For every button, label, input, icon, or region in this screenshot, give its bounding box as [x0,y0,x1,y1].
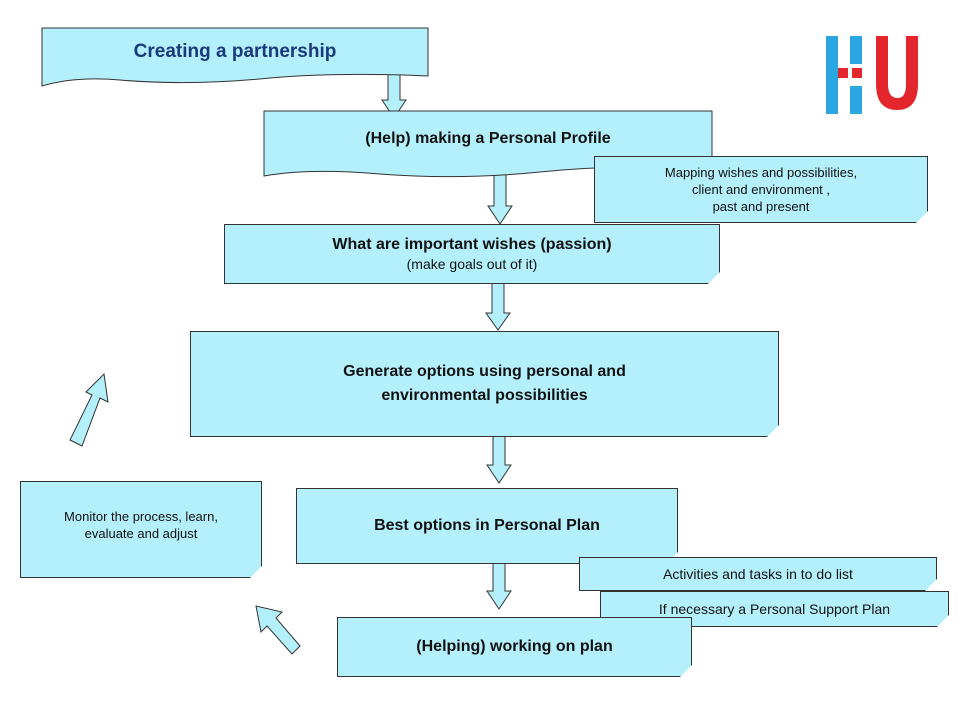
note-monitor-line-1: Monitor the process, learn, [64,509,218,524]
note-mapping-line-3: past and present [712,199,810,214]
step-important-wishes-label: What are important wishes (passion) [332,236,612,253]
step-important-wishes: What are important wishes (passion) (mak… [224,224,720,284]
note-mapping: Mapping wishes and possibilities, client… [594,156,928,223]
note-support-plan-label: If necessary a Personal Support Plan [658,600,891,617]
note-activities-label: Activities and tasks in to do list [663,565,853,582]
step-generate-options-line-2: environmental possibilities [381,387,588,404]
step-important-wishes-sublabel: (make goals out of it) [406,256,538,272]
note-mapping-line-2: client and environment , [691,182,831,197]
step-personal-profile-label: (Help) making a Personal Profile [365,130,611,147]
note-monitor: Monitor the process, learn, evaluate and… [20,481,262,578]
step-creating-partnership-label: Creating a partnership [133,41,337,62]
step-working-on-plan-label: (Helping) working on plan [416,638,613,655]
step-personal-profile: (Help) making a Personal Profile [264,111,712,167]
step-creating-partnership: Creating a partnership [42,28,428,76]
step-generate-options-line-1: Generate options using personal and [343,363,626,380]
note-activities: Activities and tasks in to do list [579,557,937,591]
step-best-options: Best options in Personal Plan [296,488,678,564]
step-generate-options: Generate options using personal and envi… [190,331,779,437]
note-monitor-line-2: evaluate and adjust [84,526,198,541]
step-best-options-label: Best options in Personal Plan [374,517,600,534]
step-working-on-plan: (Helping) working on plan [337,617,692,677]
arrow-diagonal-lower [255,605,301,655]
hu-logo-icon [826,36,918,114]
note-mapping-line-1: Mapping wishes and possibilities, [664,165,858,180]
arrow-diagonal-upper [69,372,109,447]
